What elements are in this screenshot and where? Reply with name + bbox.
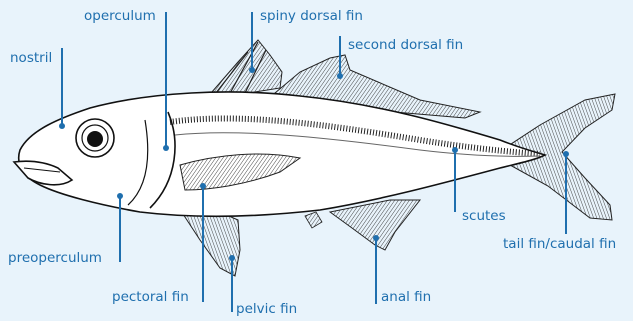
- pectoral-fin-label: pectoral fin: [112, 289, 189, 305]
- nostril-label: nostril: [10, 50, 52, 66]
- spiny-dorsal-fin-label: spiny dorsal fin: [260, 8, 363, 24]
- spiny-dorsal-fin-shape: [205, 40, 282, 100]
- scutes-label: scutes: [462, 208, 506, 224]
- second-dorsal-fin-label: second dorsal fin: [348, 37, 463, 53]
- preoperculum-label: preoperculum: [8, 250, 102, 266]
- tail-fin-label: tail fin/caudal fin: [503, 236, 616, 252]
- operculum-label: operculum: [84, 8, 156, 24]
- anal-fin-label: anal fin: [381, 289, 431, 305]
- pelvic-fin-label: pelvic fin: [236, 301, 297, 317]
- eye: [76, 119, 114, 157]
